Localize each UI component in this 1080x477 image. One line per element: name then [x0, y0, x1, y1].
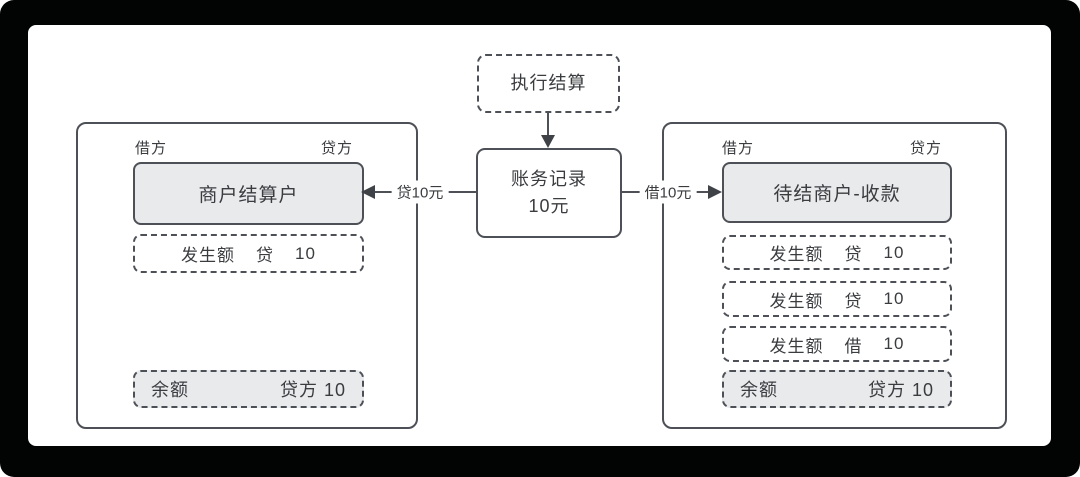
- arrowhead-down-icon: [541, 135, 555, 148]
- right-account-title-box: 待结商户-收款: [722, 162, 952, 223]
- arrowhead-right-icon: [708, 185, 722, 199]
- connector-trigger-to-record: [547, 113, 549, 136]
- entry-label: 发生额: [769, 245, 824, 264]
- edge-label-debit: 借10元: [639, 180, 697, 204]
- balance-row: 余额 贷方 10: [133, 370, 364, 408]
- entry-side: 贷: [844, 245, 863, 264]
- entry-row: 发生额 贷 10: [722, 235, 952, 270]
- balance-value: 贷方 10: [279, 380, 346, 400]
- entry-amount: 10: [295, 243, 316, 263]
- trigger-node: 执行结算: [477, 54, 620, 113]
- balance-label: 余额: [740, 380, 778, 400]
- entry-side: 借: [844, 336, 863, 356]
- account-title: 商户结算户: [198, 185, 299, 206]
- balance-value: 贷方 10: [867, 380, 934, 400]
- entry-amount: 10: [883, 242, 905, 262]
- trigger-label: 执行结算: [510, 73, 587, 93]
- entry-amount: 10: [883, 289, 905, 308]
- debit-header-label: 借方: [722, 140, 755, 157]
- right-account-panel: 借方 贷方 待结商户-收款 发生额 贷 10 发生额 贷 10 发生额 借 10…: [662, 122, 1007, 429]
- left-account-panel: 借方 贷方 商户结算户 发生额 贷 10 余额 贷方 10: [76, 122, 418, 429]
- balance-row: 余额 贷方 10: [722, 370, 952, 408]
- arrowhead-left-icon: [361, 185, 375, 199]
- debit-header-label: 借方: [135, 140, 168, 157]
- entry-label: 发生额: [769, 291, 824, 311]
- record-node: 账务记录 10元: [476, 148, 622, 238]
- left-account-title-box: 商户结算户: [133, 162, 364, 225]
- entry-row: 发生额 贷 10: [722, 281, 952, 317]
- right-account-headers: 借方 贷方: [664, 137, 1005, 158]
- entry-row: 发生额 贷 10: [133, 234, 364, 273]
- credit-header-label: 贷方: [909, 140, 942, 157]
- record-title: 账务记录: [511, 169, 587, 189]
- entry-side: 贷: [256, 246, 275, 265]
- entry-label: 发生额: [181, 246, 236, 265]
- entry-side: 贷: [844, 291, 863, 311]
- credit-header-label: 贷方: [320, 140, 353, 157]
- balance-label: 余额: [151, 380, 189, 400]
- edge-label-credit: 贷10元: [391, 180, 449, 204]
- entry-label: 发生额: [769, 336, 824, 356]
- account-title: 待结商户-收款: [773, 184, 901, 205]
- left-account-headers: 借方 贷方: [78, 137, 416, 158]
- entry-row: 发生额 借 10: [722, 326, 952, 362]
- record-amount: 10元: [528, 196, 570, 216]
- entry-amount: 10: [883, 334, 905, 353]
